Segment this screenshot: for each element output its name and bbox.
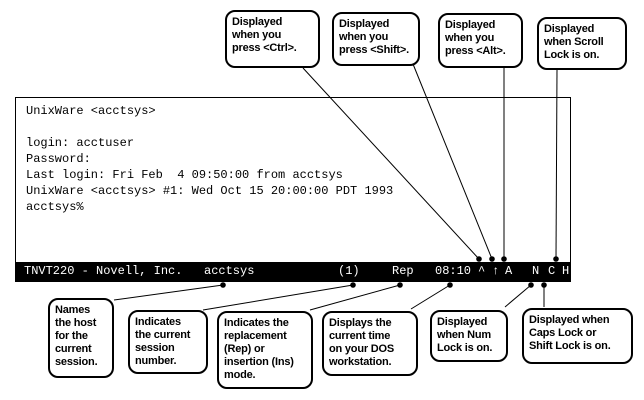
terminal-line: login: acctuser [26, 136, 135, 150]
status-time: 08:10 [435, 264, 472, 278]
callout-shift-indicator: Displayed when you press <Shift>. [332, 12, 420, 66]
callout-insert-mode: Indicates the replacement (Rep) or inser… [217, 311, 313, 389]
status-scroll-lock-indicator: H [562, 264, 570, 278]
status-mode: Rep [392, 264, 414, 278]
status-alt-indicator: A [505, 264, 513, 278]
callout-alt-indicator: Displayed when you press <Alt>. [438, 13, 523, 68]
callout-ctrl-indicator: Displayed when you press <Ctrl>. [225, 10, 320, 68]
status-num-lock-indicator: N [532, 264, 540, 278]
terminal-line: Password: [26, 152, 91, 166]
terminal-line: acctsys% [26, 200, 84, 214]
status-title: TNVT220 - Novell, Inc. [24, 264, 183, 278]
callout-host-name: Names the host for the current session. [48, 298, 114, 378]
callout-session-number: Indicates the current session number. [128, 310, 208, 374]
terminal-line: Last login: Fri Feb 4 09:50:00 from acct… [26, 168, 343, 182]
terminal-line: UnixWare <acctsys> [26, 104, 156, 118]
callout-scroll-lock-indicator: Displayed when Scroll Lock is on. [537, 17, 627, 70]
status-session-number: (1) [338, 264, 360, 278]
status-shift-indicator: ↑ [492, 264, 500, 278]
status-caps-lock-indicator: C [548, 264, 556, 278]
status-host: acctsys [204, 264, 255, 278]
callout-caps-lock: Displayed when Caps Lock or Shift Lock i… [522, 308, 633, 364]
terminal-line: UnixWare <acctsys> #1: Wed Oct 15 20:00:… [26, 184, 394, 198]
status-ctrl-indicator: ^ [478, 264, 486, 278]
status-bar: TNVT220 - Novell, Inc. acctsys (1) Rep 0… [16, 262, 570, 281]
callout-current-time: Displays the current time on your DOS wo… [322, 311, 418, 376]
callout-num-lock: Displayed when Num Lock is on. [430, 310, 508, 362]
terminal-line [26, 119, 393, 135]
